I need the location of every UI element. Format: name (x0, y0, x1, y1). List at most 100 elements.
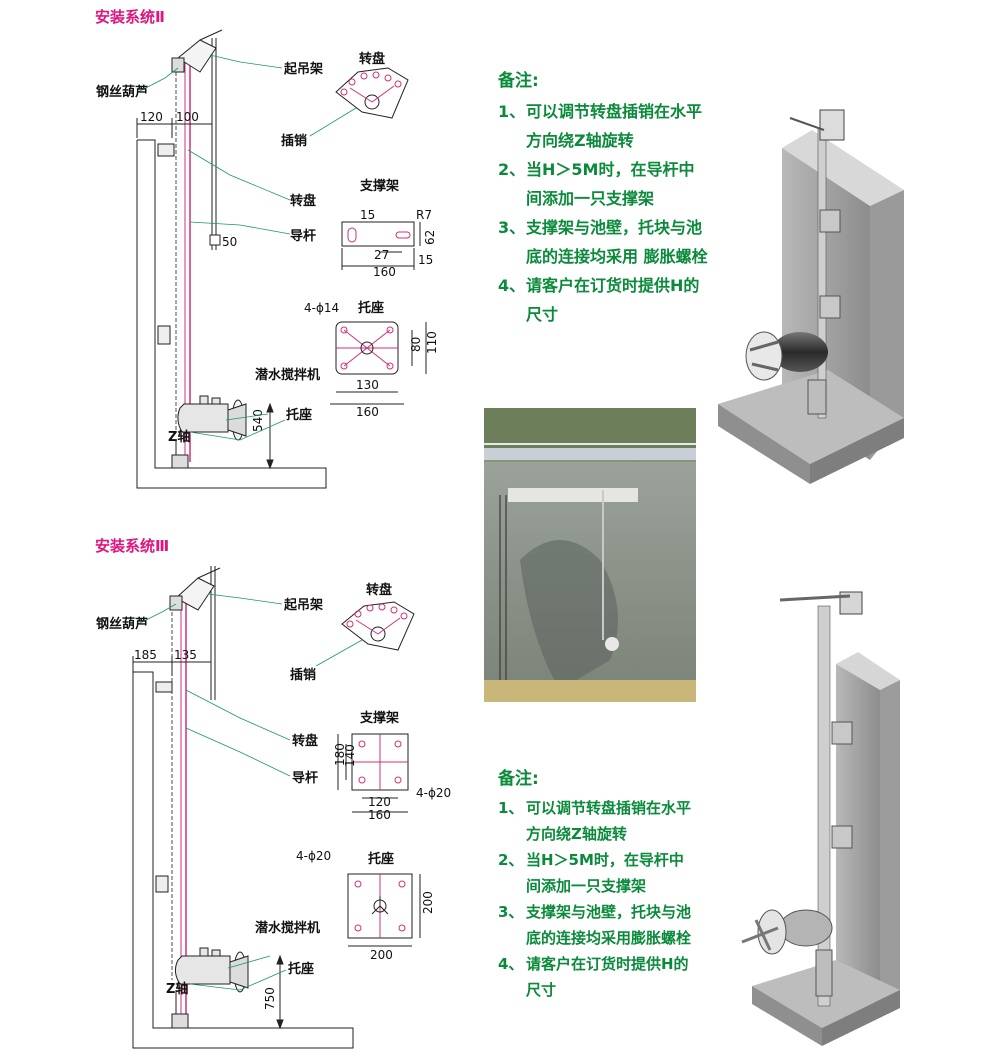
top-dimensions (136, 118, 213, 138)
support-r7-dim: R7 (416, 208, 432, 222)
note-text: 当H＞5M时，在导杆中间添加一只支撑架 (526, 160, 695, 208)
pool-wall-3 (132, 671, 354, 1049)
support-frame-detail (341, 221, 421, 270)
note-item: 2、当H＞5M时，在导杆中间添加一只支撑架 (498, 155, 710, 213)
note-number: 2、 (498, 160, 526, 179)
rod-offset-dim: 100 (176, 110, 199, 124)
support-160-dim-3: 160 (368, 808, 391, 822)
hoist-assembly (171, 29, 223, 73)
guide-rod (175, 38, 217, 462)
note-number: 3、 (498, 903, 524, 921)
z-axis-label-3: Z轴 (166, 981, 188, 997)
base-holes-dim-3: 4-ϕ20 (296, 849, 331, 863)
notes-panel-1: 备注: 1、可以调节转盘插销在水平方向绕Z轴旋转 2、当H＞5M时，在导杆中间添… (498, 66, 710, 329)
note-item: 4、请客户在订货时提供H的尺寸 (498, 271, 710, 329)
turntable-detail (335, 67, 409, 119)
rod-section-dim: 50 (222, 235, 237, 249)
pin-leader-3 (315, 639, 363, 667)
notes-title-1: 备注: (498, 71, 539, 91)
turntable-top-label: 转盘 (359, 51, 385, 67)
lifting-frame-label-3: 起吊架 (283, 597, 323, 613)
mixer-label-3: 潜水搅拌机 (255, 920, 320, 936)
top-dimensions-3 (132, 656, 212, 676)
support-27-dim: 27 (374, 248, 389, 262)
bracket-base-detail-label: 托座 (358, 300, 384, 316)
mixer-label: 潜水搅拌机 (255, 367, 320, 383)
notes-panel-2: 备注: 1、可以调节转盘插销在水平方向绕Z轴旋转 2、当H＞5M时，在导杆中间添… (498, 764, 698, 1003)
note-text: 请客户在订货时提供H的尺寸 (526, 276, 700, 324)
rod-offset-dim-3: 135 (174, 648, 197, 662)
pool-wall (136, 139, 327, 489)
support-15b-dim: 15 (418, 253, 433, 267)
guide-rod-label-3: 导杆 (292, 770, 318, 786)
note-item: 3、支撑架与池壁，托块与池底的连接均采用 膨胀螺栓 (498, 213, 710, 271)
note-item: 2、当H＞5M时，在导杆中间添加一只支撑架 (498, 847, 698, 899)
pin-label-3: 插销 (290, 667, 316, 683)
site-photo (484, 408, 696, 702)
support-frame-label: 支撑架 (359, 178, 399, 194)
height-dimension-3 (276, 954, 284, 1030)
system-3-title: 安装系统Ⅲ (95, 537, 169, 555)
turntable-top-label-3: 转盘 (366, 582, 392, 598)
z-axis-label: Z轴 (168, 429, 190, 445)
note-text: 支撑架与池壁，托块与池底的连接均采用 膨胀螺栓 (526, 218, 708, 266)
height-dim-3: 750 (263, 987, 277, 1010)
note-number: 3、 (498, 218, 526, 237)
height-dim: 540 (251, 409, 265, 432)
note-text: 可以调节转盘插销在水平方向绕Z轴旋转 (526, 102, 703, 150)
lifting-frame-label: 起吊架 (283, 61, 323, 77)
system-3-drawing: 安装系统Ⅲ (95, 537, 451, 1049)
support-120-dim-3: 120 (368, 795, 391, 809)
note-text: 可以调节转盘插销在水平方向绕Z轴旋转 (526, 799, 692, 843)
bracket-base-detail-3 (347, 873, 421, 947)
wall-brackets-3 (155, 681, 173, 893)
note-text: 请客户在订货时提供H的尺寸 (526, 955, 689, 999)
bracket-base-detail-label-3: 托座 (368, 851, 394, 867)
note-item: 3、支撑架与池壁，托块与池底的连接均采用膨胀螺栓 (498, 899, 698, 951)
base-200h-dim-3: 200 (370, 948, 393, 962)
turntable-label-3: 转盘 (292, 733, 318, 749)
base-80-dim: 80 (409, 337, 423, 352)
pin-label: 插销 (281, 133, 307, 149)
wall-offset-dim: 120 (140, 110, 163, 124)
height-dimension (266, 402, 274, 470)
render-3d-system-2 (718, 109, 904, 484)
note-number: 4、 (498, 955, 524, 973)
note-item: 1、可以调节转盘插销在水平方向绕Z轴旋转 (498, 795, 698, 847)
support-180-dim-3: 180 (333, 743, 347, 766)
notes-title-2: 备注: (498, 769, 539, 789)
bracket-base-side-label: 托座 (286, 407, 312, 423)
pin-leader (309, 107, 357, 137)
system-2-title: 安装系统Ⅱ (95, 8, 165, 26)
hoist-label-3: 钢丝葫芦 (96, 616, 148, 632)
guide-rod-label: 导杆 (290, 228, 316, 244)
note-number: 2、 (498, 851, 524, 869)
bracket-base-detail (330, 321, 427, 405)
note-item: 4、请客户在订货时提供H的尺寸 (498, 951, 698, 1003)
support-62-dim: 62 (423, 230, 437, 245)
wall-offset-dim-3: 185 (134, 648, 157, 662)
note-text: 当H＞5M时，在导杆中间添加一只支撑架 (526, 851, 684, 895)
note-number: 1、 (498, 799, 524, 817)
base-130-dim: 130 (356, 378, 379, 392)
support-15a-dim: 15 (360, 208, 375, 222)
turntable-detail-3 (341, 601, 415, 651)
base-110-dim: 110 (425, 331, 439, 354)
base-200v-dim-3: 200 (421, 891, 435, 914)
support-140-dim-3: 140 (343, 744, 357, 767)
note-text: 支撑架与池壁，托块与池底的连接均采用膨胀螺栓 (526, 903, 692, 947)
guide-rod-3 (171, 566, 216, 1024)
note-number: 4、 (498, 276, 526, 295)
leader-lines-3 (137, 593, 291, 991)
support-frame-detail-3 (337, 733, 409, 813)
note-item: 1、可以调节转盘插销在水平方向绕Z轴旋转 (498, 97, 710, 155)
mixer-side (171, 395, 247, 469)
mixer-side-3 (171, 947, 249, 1029)
support-160-dim: 160 (373, 265, 396, 279)
note-number: 1、 (498, 102, 526, 121)
base-160-dim: 160 (356, 405, 379, 419)
turntable-label: 转盘 (290, 193, 316, 209)
wall-brackets (157, 143, 221, 345)
bracket-base-side-label-3: 托座 (288, 961, 314, 977)
